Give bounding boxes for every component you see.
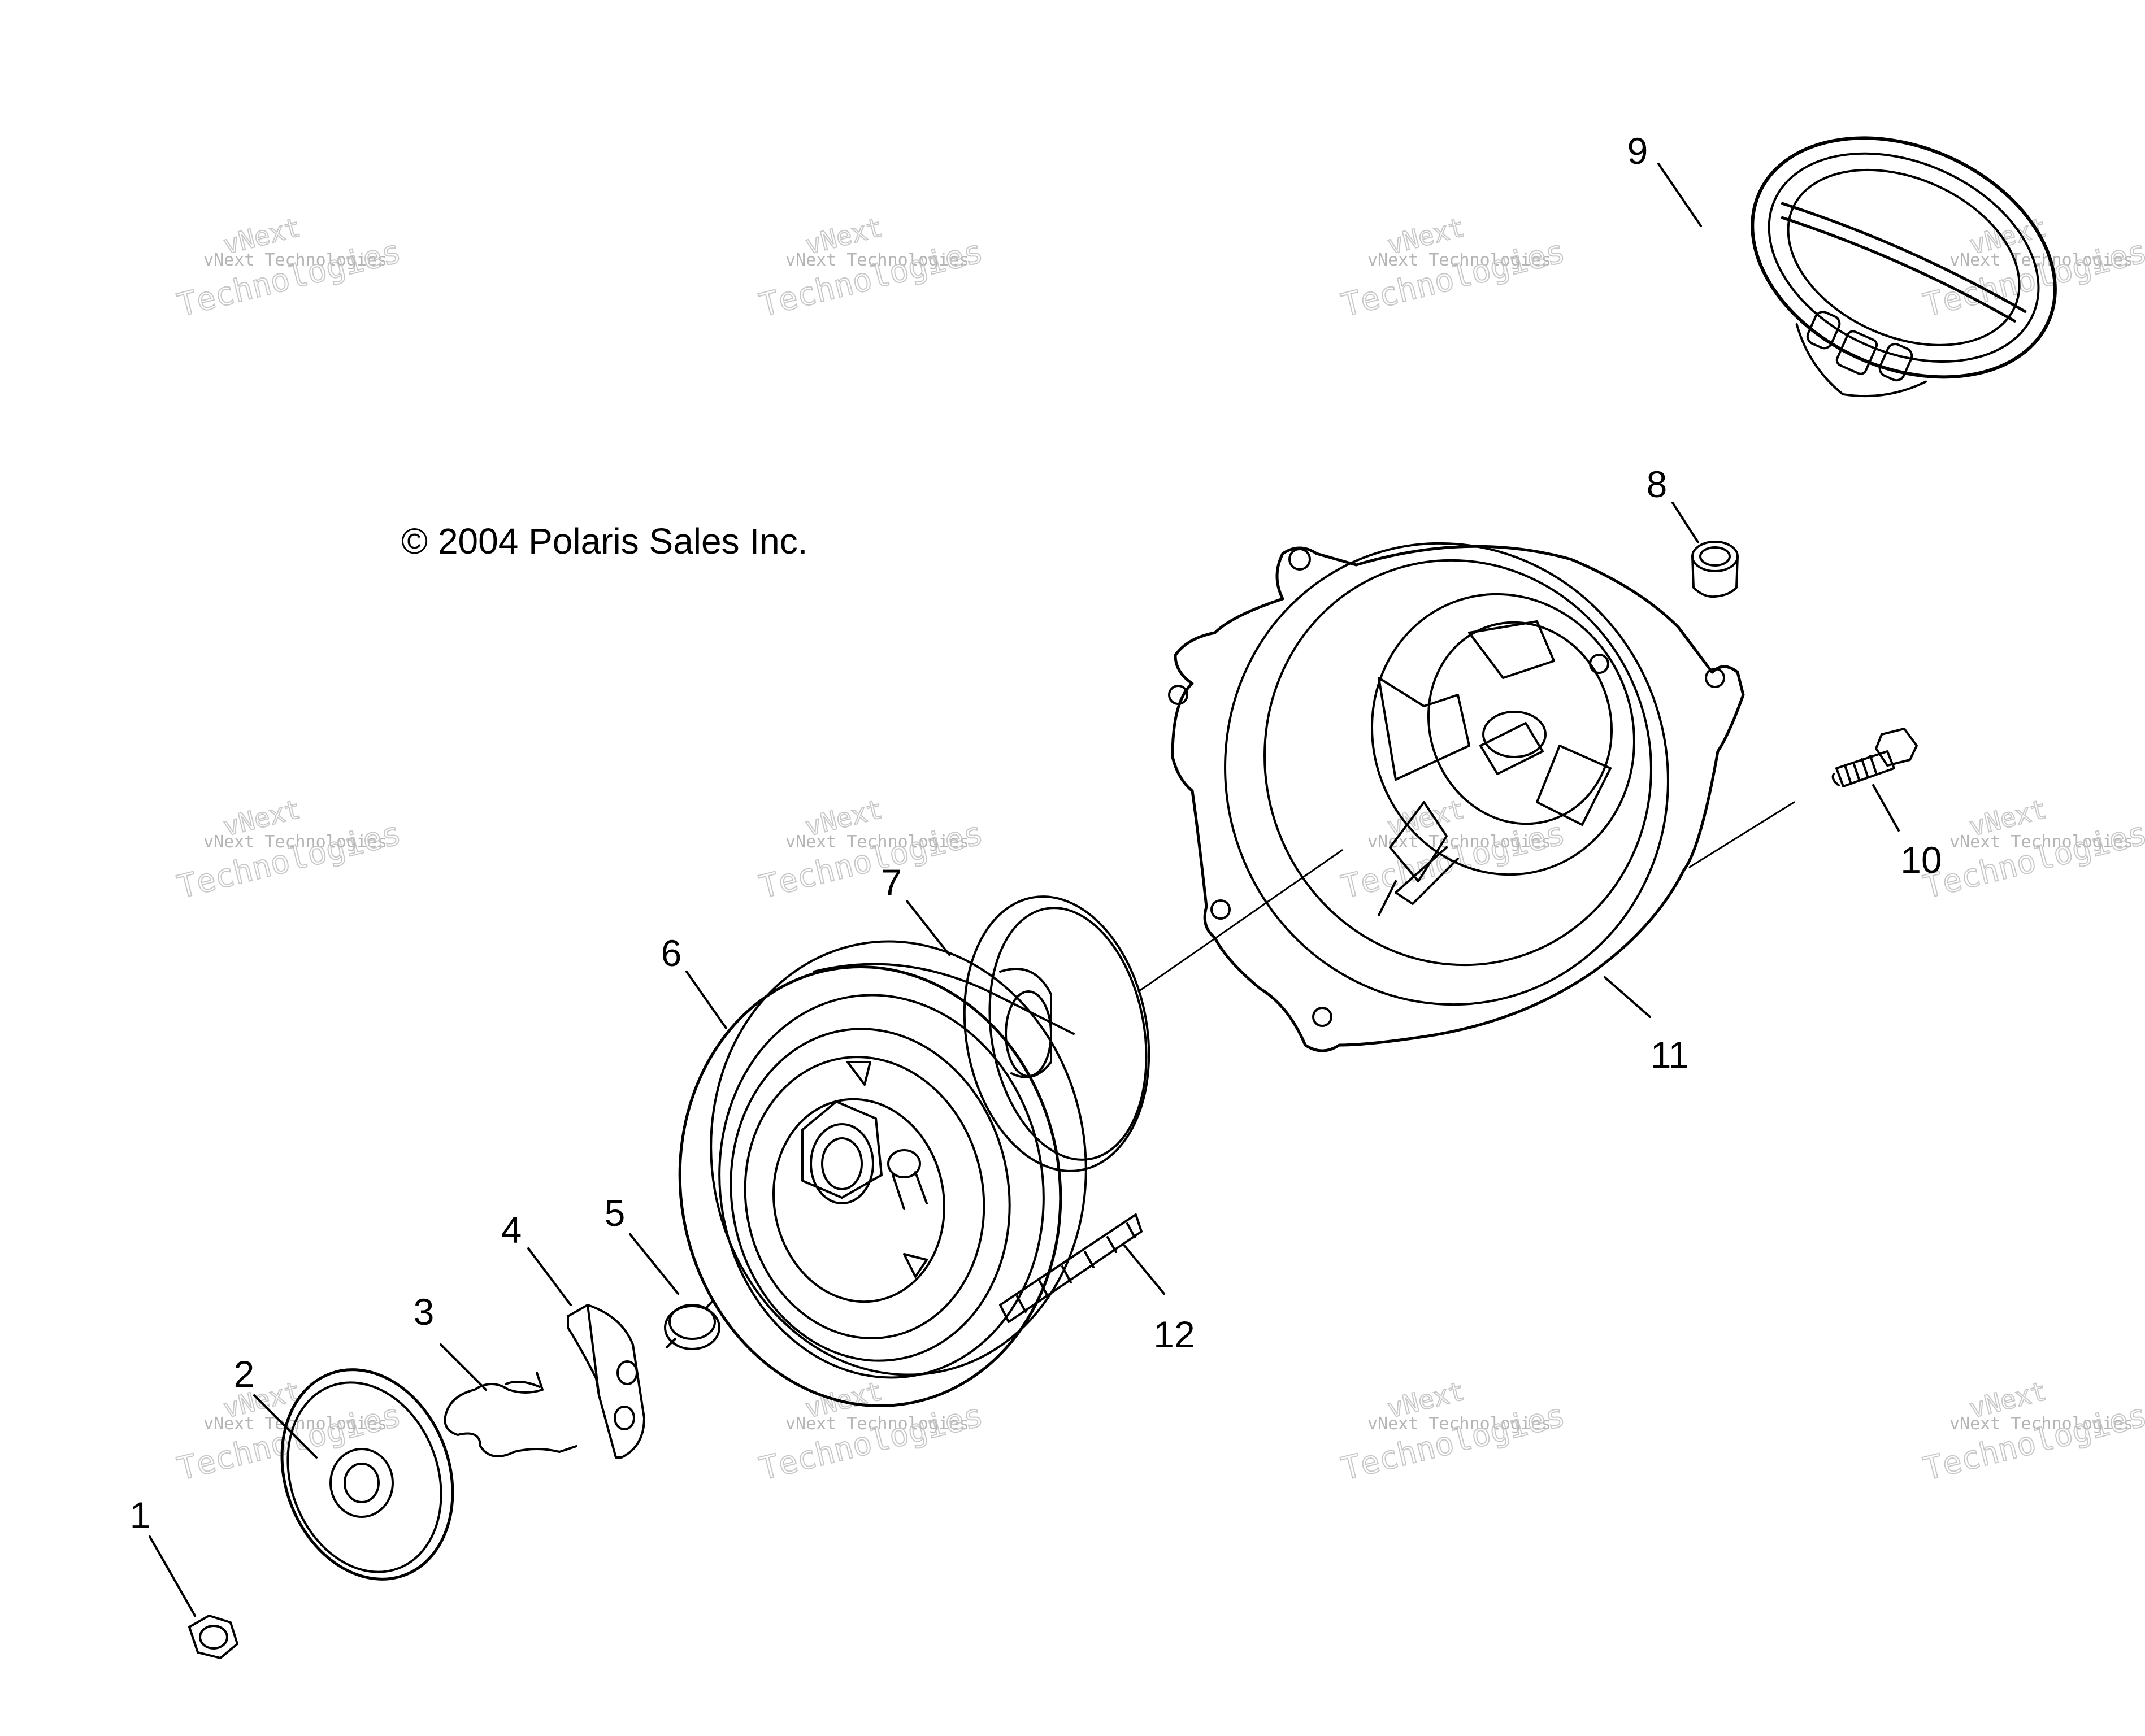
callout-4: 4 — [501, 1209, 522, 1251]
svg-text:Technologies: Technologies — [1920, 1397, 2145, 1488]
watermark: vNext Technologies vNext Technologies — [1920, 793, 2145, 907]
part-cover-plate — [280, 1368, 454, 1581]
svg-text:Technologies: Technologies — [756, 815, 987, 906]
svg-text:vNext Technologies: vNext Technologies — [1949, 1414, 2133, 1434]
leader-lines — [149, 163, 1900, 1617]
callout-numbers: 1 2 3 4 5 6 7 8 9 10 11 12 — [130, 130, 1942, 1536]
callout-1: 1 — [130, 1494, 151, 1536]
svg-text:vNext Technologies: vNext Technologies — [203, 250, 387, 270]
watermark: vNext Technologies vNext Technologies — [173, 211, 405, 325]
watermark: vNext Technologies vNext Technologies — [1920, 1375, 2145, 1489]
part-recoil-housing — [1168, 542, 1745, 1052]
part-rope-handle — [1751, 136, 2057, 398]
svg-text:vNext Technologies: vNext Technologies — [1949, 250, 2133, 270]
callout-10: 10 — [1900, 839, 1942, 881]
callout-5: 5 — [605, 1192, 626, 1234]
svg-text:vNext Technologies: vNext Technologies — [785, 250, 969, 270]
assembly-axis-line — [1688, 801, 1795, 868]
svg-text:Technologies: Technologies — [1338, 1397, 1569, 1488]
callout-12: 12 — [1153, 1313, 1195, 1355]
part-nut — [188, 1615, 238, 1659]
callout-6: 6 — [661, 932, 682, 974]
part-pulley — [678, 940, 1143, 1407]
copyright-text: © 2004 Polaris Sales Inc. — [401, 521, 808, 562]
svg-text:vNext Technologies: vNext Technologies — [1367, 250, 1551, 270]
part-bushing — [1691, 541, 1739, 598]
callout-11: 11 — [1651, 1034, 1690, 1076]
watermark-layer: vNext Technologies vNext Technologies vN… — [173, 211, 2145, 1489]
assembly-axis-line — [1137, 849, 1343, 993]
watermark: vNext Technologies vNext Technologies — [1338, 211, 1569, 325]
part-bolt — [1831, 728, 1918, 787]
part-pawl — [567, 1304, 645, 1459]
svg-text:Technologies: Technologies — [756, 1397, 987, 1488]
watermark: vNext Technologies vNext Technologies — [755, 211, 987, 325]
svg-text:Technologies: Technologies — [174, 815, 405, 906]
svg-text:Technologies: Technologies — [1338, 233, 1569, 324]
watermark: vNext Technologies vNext Technologies — [755, 793, 987, 907]
svg-text:vNext Technologies: vNext Technologies — [1949, 832, 2133, 852]
part-spring — [664, 1299, 720, 1350]
svg-text:Technologies: Technologies — [174, 233, 405, 324]
svg-text:Technologies: Technologies — [1920, 233, 2145, 324]
watermark: vNext Technologies vNext Technologies — [755, 1375, 987, 1489]
part-wire-clip — [444, 1372, 578, 1457]
callout-3: 3 — [414, 1291, 435, 1333]
watermark: vNext Technologies vNext Technologies — [1338, 1375, 1569, 1489]
callout-8: 8 — [1647, 463, 1668, 505]
svg-text:vNext Technologies: vNext Technologies — [785, 832, 969, 852]
part-rope — [999, 1213, 1143, 1323]
watermark: vNext Technologies vNext Technologies — [1920, 211, 2145, 325]
watermark: vNext Technologies vNext Technologies — [173, 793, 405, 907]
svg-text:Technologies: Technologies — [1920, 815, 2145, 906]
watermark: vNext Technologies vNext Technologies — [1338, 793, 1569, 907]
callout-9: 9 — [1627, 130, 1648, 172]
svg-text:vNext Technologies: vNext Technologies — [203, 832, 387, 852]
callout-7: 7 — [882, 862, 902, 903]
callout-2: 2 — [234, 1353, 255, 1395]
svg-text:Technologies: Technologies — [756, 233, 987, 324]
svg-text:vNext Technologies: vNext Technologies — [1367, 1414, 1551, 1434]
part-drive-plate — [963, 895, 1150, 1172]
svg-text:vNext Technologies: vNext Technologies — [785, 1414, 969, 1434]
